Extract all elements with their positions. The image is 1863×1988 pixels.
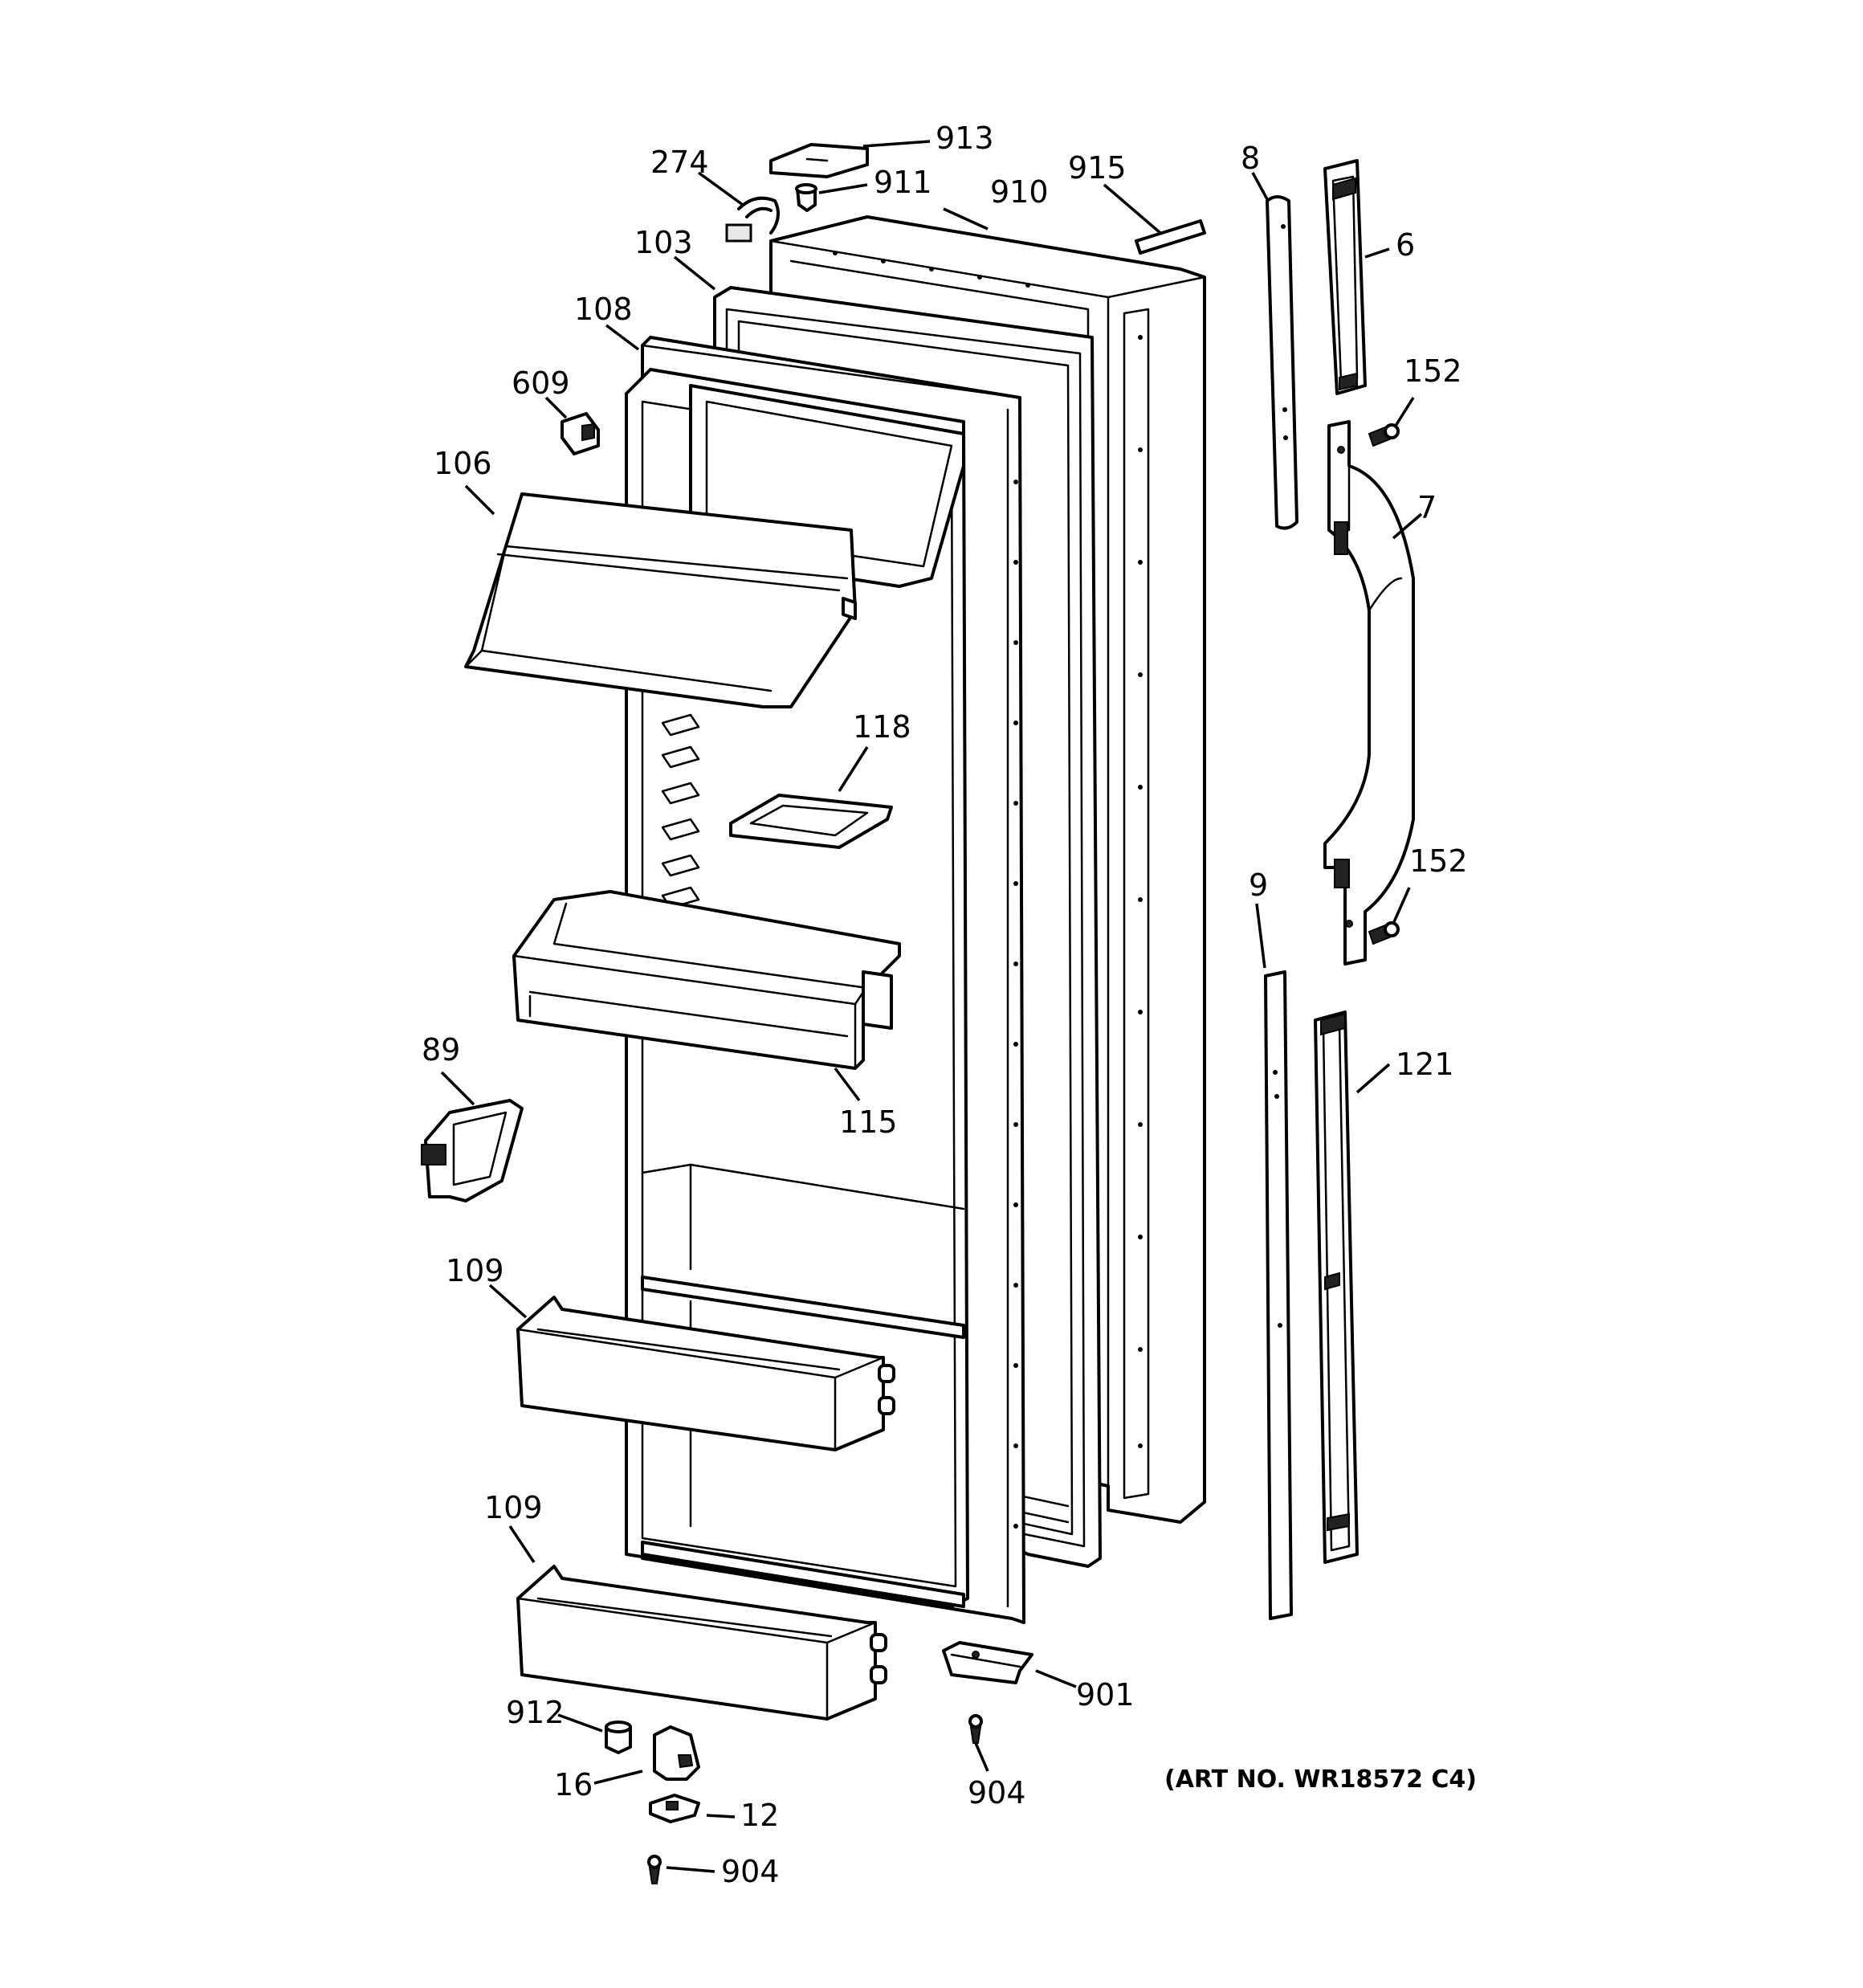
label-12: 12 — [740, 1798, 779, 1833]
label-89: 89 — [422, 1032, 460, 1067]
screw-lower — [647, 1855, 662, 1884]
handle — [1323, 420, 1415, 965]
dairy-button — [561, 412, 600, 455]
trim-strip-upper — [1266, 195, 1298, 530]
lower-hinge — [653, 1725, 700, 1781]
hinge-pin — [605, 1721, 632, 1754]
leader-lines — [440, 140, 1423, 1873]
label-152-lower: 152 — [1409, 843, 1468, 879]
tray — [729, 794, 893, 849]
handle-screw-lower — [1368, 921, 1400, 945]
label-108: 108 — [574, 292, 633, 327]
label-609: 609 — [512, 365, 570, 401]
label-274: 274 — [650, 145, 709, 180]
label-109-lower: 109 — [484, 1490, 543, 1525]
handle-end-cap-upper — [1323, 159, 1367, 395]
label-7: 7 — [1417, 490, 1437, 525]
callout-labels: 913 274 911 910 915 8 6 103 108 152 609 … — [422, 120, 1477, 1889]
label-911: 911 — [874, 165, 932, 200]
hinge-cover — [769, 143, 869, 178]
hinge-bushing — [795, 183, 817, 212]
handle-end-cap-lower — [1314, 1010, 1359, 1564]
door-bin-upper — [512, 890, 901, 1070]
label-904-lower: 904 — [721, 1854, 780, 1889]
dairy-door — [464, 492, 857, 708]
liner-holes — [1013, 480, 1018, 1529]
label-115: 115 — [839, 1104, 898, 1140]
label-913: 913 — [936, 120, 994, 156]
door-stop — [942, 1641, 1033, 1684]
label-6: 6 — [1396, 227, 1415, 263]
label-121: 121 — [1396, 1047, 1454, 1082]
label-9: 9 — [1249, 867, 1268, 903]
shell-holes — [833, 251, 1143, 1448]
label-912: 912 — [506, 1695, 565, 1730]
light-harness — [725, 196, 780, 243]
label-152-upper: 152 — [1404, 353, 1462, 389]
art-number: (ART NO. WR18572 C4) — [1164, 1766, 1477, 1794]
label-8: 8 — [1241, 141, 1260, 176]
handle-screw-upper — [1368, 423, 1400, 447]
label-901: 901 — [1076, 1677, 1135, 1712]
hinge-shim — [649, 1794, 700, 1823]
top-strip — [1135, 219, 1206, 255]
label-16: 16 — [554, 1767, 593, 1802]
label-118: 118 — [853, 709, 911, 745]
bin-end-cap — [421, 1099, 524, 1202]
label-109-middle: 109 — [446, 1253, 504, 1288]
label-910: 910 — [990, 174, 1049, 210]
label-103: 103 — [634, 225, 693, 260]
door-shelf-lower — [516, 1565, 887, 1721]
label-904-stop: 904 — [968, 1775, 1026, 1810]
screw-stop — [968, 1714, 983, 1744]
trim-strip-lower — [1264, 970, 1293, 1620]
label-915: 915 — [1068, 150, 1127, 186]
door-shelf-middle — [516, 1296, 895, 1451]
label-106: 106 — [434, 446, 492, 481]
